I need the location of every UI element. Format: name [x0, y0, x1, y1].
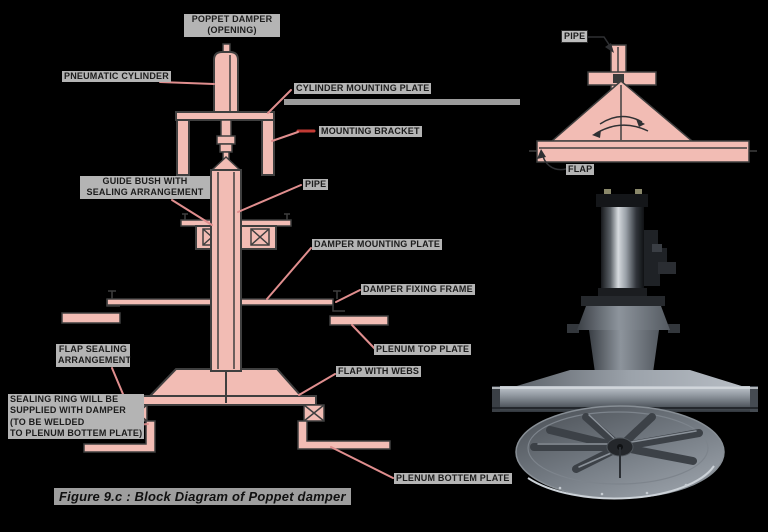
plenum-top-plate-shape — [61, 312, 389, 326]
figure-caption: Figure 9.c : Block Diagram of Poppet dam… — [54, 488, 351, 505]
mounting-bracket-shape — [176, 119, 275, 176]
artifact-band — [284, 99, 520, 105]
label-damper-mounting-plate: DAMPER MOUNTING PLATE — [312, 239, 443, 251]
label-flap-with-webs: FLAP WITH WEBS — [336, 366, 422, 378]
swing-motion-arrows-icon — [592, 115, 649, 138]
label-flap-sealing: FLAP SEALING ARRANGEMENT — [56, 344, 132, 367]
schematic-cone-shape — [549, 80, 695, 142]
label-schematic-pipe: PIPE — [561, 30, 589, 44]
label-pipe: PIPE — [303, 179, 329, 191]
label-mounting-bracket: MOUNTING BRACKET — [319, 126, 422, 138]
piston-rod-shape — [210, 119, 242, 171]
mini-schematic — [529, 36, 757, 171]
schematic-leaders — [537, 36, 614, 171]
label-cylinder-mounting-plate: CYLINDER MOUNTING PLATE — [294, 83, 432, 95]
poppet-damper-photo — [492, 189, 758, 500]
label-guide-bush: GUIDE BUSH WITH SEALING ARRANGEMENT — [80, 176, 210, 199]
leader-lines — [85, 81, 394, 479]
label-damper-fixing-frame: DAMPER FIXING FRAME — [361, 284, 475, 296]
label-plenum-top-plate: PLENUM TOP PLATE — [374, 344, 472, 356]
label-plenum-bottom-plate: PLENUM BOTTEM PLATE — [394, 473, 512, 485]
flap-seal-shape — [126, 404, 325, 422]
cylinder-mounting-plate-shape — [175, 111, 275, 121]
label-schematic-flap: FLAP — [566, 164, 595, 176]
photo-cylinder — [596, 189, 648, 298]
pneumatic-cylinder-shape — [213, 43, 239, 115]
schematic-flap-bar-shape — [529, 140, 757, 163]
label-sealing-ring: SEALING RING WILL BE SUPPLIED WITH DAMPE… — [8, 394, 145, 439]
photo-bracket — [644, 230, 676, 286]
label-poppet-damper-opening: POPPET DAMPER (OPENING) — [184, 14, 280, 37]
pipe-shape — [210, 169, 242, 372]
plenum-bottom-plate-shape — [83, 420, 391, 453]
block-diagram — [61, 43, 520, 479]
label-pneumatic-cylinder: PNEUMATIC CYLINDER — [62, 71, 171, 83]
photo-disc — [515, 405, 725, 500]
